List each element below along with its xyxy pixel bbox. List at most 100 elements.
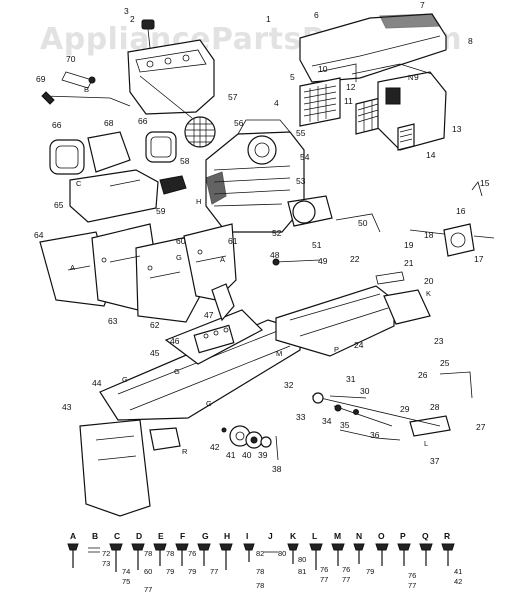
callout-42: 42 — [210, 442, 220, 452]
callout-25: 25 — [440, 358, 450, 368]
choke-cable — [41, 71, 131, 107]
callout-46: 46 — [170, 336, 180, 346]
key-head-H: H — [224, 531, 230, 541]
callout-63: 63 — [108, 316, 118, 326]
callout-37: 37 — [430, 456, 440, 466]
callout-27: 27 — [476, 422, 486, 432]
key-F-76: 76 — [188, 549, 196, 558]
key-L-77: 77 — [320, 575, 328, 584]
tag-H: H — [196, 197, 201, 206]
key-I-78: 78 — [256, 567, 264, 576]
callout-61: 61 — [228, 236, 238, 246]
key-D-78: 78 — [144, 549, 152, 558]
key-head-N: N — [356, 531, 362, 541]
key-E-78: 78 — [166, 549, 174, 558]
tag-A-right: A — [220, 255, 225, 264]
key-head-K: K — [290, 531, 297, 541]
callout-38: 38 — [272, 464, 282, 474]
callout-47: 47 — [204, 310, 214, 320]
tag-K: K — [426, 289, 431, 298]
callout-18: 18 — [424, 230, 434, 240]
key-head-R: R — [444, 531, 450, 541]
axle-parts — [329, 395, 401, 441]
callout-69: 69 — [36, 74, 46, 84]
callout-23: 23 — [434, 336, 444, 346]
callout-68: 68 — [104, 118, 114, 128]
key-I-82: 82 — [256, 549, 264, 558]
key-head-B: B — [92, 531, 98, 541]
callouts: 2 3 1 6 7 8 10 5 9 4 11 12 13 14 15 16 1… — [34, 0, 490, 474]
callout-16: 16 — [456, 206, 466, 216]
callout-66-right: 66 — [138, 116, 148, 126]
key-K-80: 80 — [298, 555, 306, 564]
tag-N: N — [408, 73, 413, 82]
callout-13: 13 — [452, 124, 462, 134]
key-head-J: J — [268, 531, 273, 541]
key-head-I: I — [246, 531, 248, 541]
key-head-D: D — [136, 531, 142, 541]
callout-9: 9 — [414, 72, 419, 82]
callout-5: 5 — [290, 72, 295, 82]
callout-28: 28 — [430, 402, 440, 412]
key-N-79: 79 — [366, 567, 374, 576]
callout-52: 52 — [272, 228, 282, 238]
callout-41: 41 — [226, 450, 236, 460]
key-D-77: 77 — [144, 585, 152, 594]
key-head-P: P — [400, 531, 406, 541]
key-M-77: 77 — [342, 575, 350, 584]
key-head-F: F — [180, 531, 185, 541]
tag-C: C — [76, 179, 82, 188]
key-C-74: 74 — [122, 567, 130, 576]
callout-6: 6 — [314, 10, 319, 20]
tag-M: M — [276, 349, 282, 358]
key-J-80: 80 — [278, 549, 286, 558]
pulleys — [221, 425, 279, 461]
key-head-A: A — [70, 531, 76, 541]
callout-66-left: 66 — [52, 120, 62, 130]
hood — [299, 13, 447, 83]
callout-15: 15 — [480, 178, 490, 188]
key-F-79: 79 — [188, 567, 196, 576]
hardware-key: A B C D E F G H I J K L M N O P Q R — [67, 531, 462, 594]
callout-8: 8 — [468, 36, 473, 46]
callout-56: 56 — [234, 118, 244, 128]
callout-20: 20 — [424, 276, 434, 286]
engine — [205, 119, 305, 233]
callout-53: 53 — [296, 176, 306, 186]
callout-1: 1 — [266, 14, 271, 24]
key-G-77: 77 — [210, 567, 218, 576]
callout-58: 58 — [180, 156, 190, 166]
key-E-79: 79 — [166, 567, 174, 576]
callout-65: 65 — [54, 200, 64, 210]
key-D-60: 60 — [144, 567, 152, 576]
key-head-O: O — [378, 531, 385, 541]
callout-36: 36 — [370, 430, 380, 440]
callout-14: 14 — [426, 150, 436, 160]
callout-55: 55 — [296, 128, 306, 138]
tag-P: P — [334, 345, 339, 354]
front-plates — [39, 223, 237, 323]
callout-11: 11 — [344, 96, 353, 106]
letter-tags: A A B C G G G G H K L M N P R — [70, 73, 431, 456]
callout-26: 26 — [418, 370, 428, 380]
callout-51: 51 — [312, 240, 322, 250]
callout-39: 39 — [258, 450, 268, 460]
callout-7: 7 — [420, 0, 425, 10]
callout-29: 29 — [400, 404, 410, 414]
callout-4: 4 — [274, 98, 279, 108]
callout-43: 43 — [62, 402, 72, 412]
key-C-75: 75 — [122, 577, 130, 586]
callout-33: 33 — [296, 412, 306, 422]
key-L-76: 76 — [320, 565, 328, 574]
key-P-77: 77 — [408, 581, 416, 590]
callout-30: 30 — [360, 386, 370, 396]
key-head-C: C — [114, 531, 120, 541]
rear-deck — [275, 271, 431, 357]
callout-57: 57 — [228, 92, 238, 102]
callout-22: 22 — [350, 254, 360, 264]
key-head-G: G — [202, 531, 209, 541]
key-head-E: E — [158, 531, 164, 541]
tag-L: L — [424, 439, 428, 448]
key-I-78b: 78 — [256, 581, 264, 590]
